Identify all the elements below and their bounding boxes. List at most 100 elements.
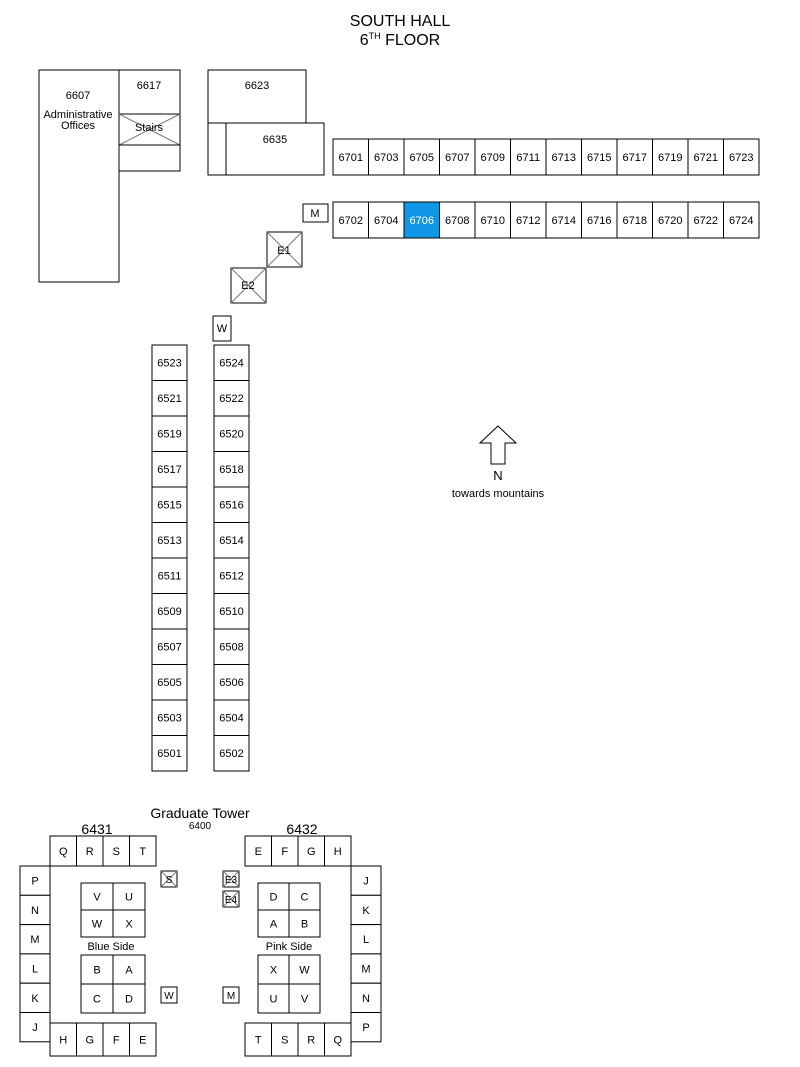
blue-room-m-side[interactable]: M bbox=[19, 924, 51, 955]
pink-pod-room-a-upper[interactable]: A bbox=[257, 909, 290, 938]
blue-room-r-top[interactable]: R bbox=[76, 835, 104, 867]
pink-pod-room-w-lower[interactable]: W bbox=[288, 954, 321, 985]
blue-room-q-top-box[interactable] bbox=[49, 835, 77, 867]
blue-room-n-side[interactable]: N bbox=[19, 894, 51, 926]
room-6504[interactable]: 6504 bbox=[213, 699, 250, 736]
room-6704[interactable]: 6704 bbox=[368, 201, 405, 239]
room-6702-box[interactable] bbox=[332, 201, 369, 239]
room-6719[interactable]: 6719 bbox=[652, 138, 689, 176]
room-6522[interactable]: 6522 bbox=[213, 380, 250, 417]
room-6713[interactable]: 6713 bbox=[545, 138, 582, 176]
room-6701[interactable]: 6701 bbox=[332, 138, 369, 176]
blue-room-e-bottom[interactable]: E bbox=[129, 1022, 157, 1057]
room-6701-box[interactable] bbox=[332, 138, 369, 176]
pink-room-t-bottom-box[interactable] bbox=[244, 1022, 272, 1057]
room-6504-box[interactable] bbox=[213, 699, 250, 736]
room-6507[interactable]: 6507 bbox=[151, 628, 188, 665]
room-6702[interactable]: 6702 bbox=[332, 201, 369, 239]
room-6512[interactable]: 6512 bbox=[213, 557, 250, 594]
room-6506[interactable]: 6506 bbox=[213, 664, 250, 701]
pink-room-f-top[interactable]: F bbox=[271, 835, 299, 867]
blue-room-f-bottom[interactable]: F bbox=[102, 1022, 130, 1057]
room-6519[interactable]: 6519 bbox=[151, 415, 188, 452]
room-6712[interactable]: 6712 bbox=[510, 201, 547, 239]
room-6521[interactable]: 6521 bbox=[151, 380, 188, 417]
pink-room-j-side[interactable]: J bbox=[350, 865, 382, 896]
room-6524-box[interactable] bbox=[213, 344, 250, 381]
room-6515[interactable]: 6515 bbox=[151, 486, 188, 523]
room-6717[interactable]: 6717 bbox=[616, 138, 653, 176]
room-6508[interactable]: 6508 bbox=[213, 628, 250, 665]
blue-pod-room-b-lower-box[interactable] bbox=[80, 954, 114, 985]
blue-pod-room-c-lower[interactable]: C bbox=[80, 983, 114, 1014]
room-6724-box[interactable] bbox=[723, 201, 760, 239]
blue-room-k-side[interactable]: K bbox=[19, 982, 51, 1014]
pink-pod-room-u-lower-box[interactable] bbox=[257, 983, 290, 1014]
pink-pod-room-c-upper-box[interactable] bbox=[288, 882, 321, 911]
blue-room-s-top-box[interactable] bbox=[102, 835, 130, 867]
blue-room-m-side-box[interactable] bbox=[19, 924, 51, 955]
blue-room-n-side-box[interactable] bbox=[19, 894, 51, 926]
blue-room-l-side[interactable]: L bbox=[19, 953, 51, 984]
room-6502[interactable]: 6502 bbox=[213, 735, 250, 772]
room-6704-box[interactable] bbox=[368, 201, 405, 239]
blue-pod-room-x-upper[interactable]: X bbox=[112, 909, 146, 938]
room-6709-box[interactable] bbox=[474, 138, 511, 176]
blue-room-l-side-box[interactable] bbox=[19, 953, 51, 984]
pink-room-n-side-box[interactable] bbox=[350, 982, 382, 1014]
room-6705-box[interactable] bbox=[403, 138, 440, 176]
room-6706[interactable]: 6706 bbox=[403, 201, 440, 239]
room-6718[interactable]: 6718 bbox=[616, 201, 653, 239]
room-6501[interactable]: 6501 bbox=[151, 735, 188, 772]
blue-pod-room-u-upper[interactable]: U bbox=[112, 882, 146, 911]
blue-room-k-side-box[interactable] bbox=[19, 982, 51, 1014]
room-6520[interactable]: 6520 bbox=[213, 415, 250, 452]
blue-room-s-top[interactable]: S bbox=[102, 835, 130, 867]
pink-room-h-top-box[interactable] bbox=[324, 835, 352, 867]
room-6717-box[interactable] bbox=[616, 138, 653, 176]
pink-room-g-top-box[interactable] bbox=[297, 835, 325, 867]
pink-room-e-top[interactable]: E bbox=[244, 835, 272, 867]
room-6516-box[interactable] bbox=[213, 486, 250, 523]
room-6710-box[interactable] bbox=[474, 201, 511, 239]
room-6501-box[interactable] bbox=[151, 735, 188, 772]
room-6708-box[interactable] bbox=[439, 201, 476, 239]
room-6515-box[interactable] bbox=[151, 486, 188, 523]
blue-room-j-side[interactable]: J bbox=[19, 1012, 51, 1043]
blue-room-g-bottom[interactable]: G bbox=[76, 1022, 104, 1057]
pink-room-p-side-box[interactable] bbox=[350, 1012, 382, 1043]
room-6509-box[interactable] bbox=[151, 593, 188, 630]
room-6720-box[interactable] bbox=[652, 201, 689, 239]
room-6716[interactable]: 6716 bbox=[581, 201, 618, 239]
pink-room-r-bottom[interactable]: R bbox=[297, 1022, 325, 1057]
pink-restroom-m[interactable] bbox=[222, 986, 240, 1004]
room-6720[interactable]: 6720 bbox=[652, 201, 689, 239]
pink-room-k-side-box[interactable] bbox=[350, 894, 382, 926]
pink-room-h-top[interactable]: H bbox=[324, 835, 352, 867]
room-6721[interactable]: 6721 bbox=[687, 138, 724, 176]
blue-room-r-top-box[interactable] bbox=[76, 835, 104, 867]
blue-pod-room-d-lower-box[interactable] bbox=[112, 983, 146, 1014]
room-6507-box[interactable] bbox=[151, 628, 188, 665]
room-6513[interactable]: 6513 bbox=[151, 522, 188, 559]
blue-pod-room-v-upper[interactable]: V bbox=[80, 882, 114, 911]
room-6623[interactable] bbox=[207, 69, 307, 124]
room-6502-box[interactable] bbox=[213, 735, 250, 772]
room-6713-box[interactable] bbox=[545, 138, 582, 176]
room-6509[interactable]: 6509 bbox=[151, 593, 188, 630]
pink-room-p-side[interactable]: P bbox=[350, 1012, 382, 1043]
pink-room-g-top[interactable]: G bbox=[297, 835, 325, 867]
blue-room-h-bottom[interactable]: H bbox=[49, 1022, 77, 1057]
room-6510-box[interactable] bbox=[213, 593, 250, 630]
room-6722[interactable]: 6722 bbox=[687, 201, 724, 239]
blue-room-f-bottom-box[interactable] bbox=[102, 1022, 130, 1057]
room-6523[interactable]: 6523 bbox=[151, 344, 188, 381]
pink-pod-room-w-lower-box[interactable] bbox=[288, 954, 321, 985]
pink-room-q-bottom-box[interactable] bbox=[324, 1022, 352, 1057]
room-6617[interactable] bbox=[118, 69, 181, 115]
room-6723-box[interactable] bbox=[723, 138, 760, 176]
mens-restroom-6700[interactable] bbox=[302, 203, 329, 223]
blue-room-t-top[interactable]: T bbox=[129, 835, 157, 867]
pink-room-r-bottom-box[interactable] bbox=[297, 1022, 325, 1057]
room-6510[interactable]: 6510 bbox=[213, 593, 250, 630]
